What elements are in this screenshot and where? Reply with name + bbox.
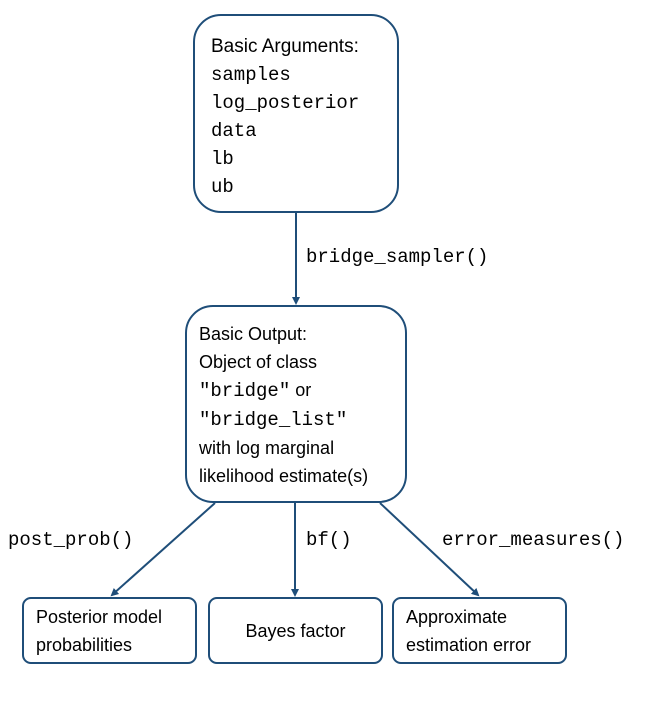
- posterior-line-1: Posterior model: [36, 606, 163, 627]
- error-line-2: estimation error: [406, 634, 532, 655]
- bayes-factor-box: Bayes factor: [208, 597, 383, 664]
- post-prob-label: post_prob(): [8, 529, 134, 551]
- posterior-line-2: probabilities: [36, 634, 133, 655]
- arg-ub: ub: [211, 176, 234, 198]
- bridge-or-text: or: [290, 380, 312, 400]
- output-class-bridge: "bridge" or: [199, 376, 405, 405]
- bridge-list-class-code: "bridge_list": [199, 409, 348, 431]
- approximate-error-box: Approximate estimation error: [392, 597, 567, 664]
- input-arguments-box: Basic Arguments: samples log_posterior d…: [193, 14, 399, 213]
- arrow-output-to-error: [379, 502, 480, 597]
- output-title: Basic Output:: [199, 324, 308, 344]
- output-class-bridge-list: "bridge_list": [199, 405, 405, 434]
- bf-label: bf(): [306, 529, 352, 551]
- output-log-marginal: with log marginal: [199, 438, 335, 458]
- arg-data: data: [211, 120, 257, 142]
- error-line-1: Approximate: [406, 606, 508, 627]
- arg-log-posterior: log_posterior: [211, 92, 360, 114]
- posterior-probabilities-box: Posterior model probabilities: [22, 597, 197, 664]
- posterior-probabilities-text: Posterior model probabilities: [36, 603, 162, 659]
- arrow-output-to-posterior: [110, 502, 216, 597]
- approximate-error-text: Approximate estimation error: [406, 603, 531, 659]
- arg-lb: lb: [211, 148, 234, 170]
- output-likelihood-estimate: likelihood estimate(s): [199, 466, 369, 486]
- bridge-class-code: "bridge": [199, 380, 291, 402]
- bridge-sampler-label: bridge_sampler(): [306, 246, 489, 268]
- input-title: Basic Arguments:: [211, 36, 359, 57]
- bayes-factor-text: Bayes factor: [245, 620, 346, 641]
- arg-samples: samples: [211, 64, 291, 86]
- error-measures-label: error_measures(): [442, 529, 625, 551]
- basic-output-box: Basic Output: Object of class "bridge" o…: [185, 305, 407, 503]
- output-class-text: Object of class: [199, 352, 318, 372]
